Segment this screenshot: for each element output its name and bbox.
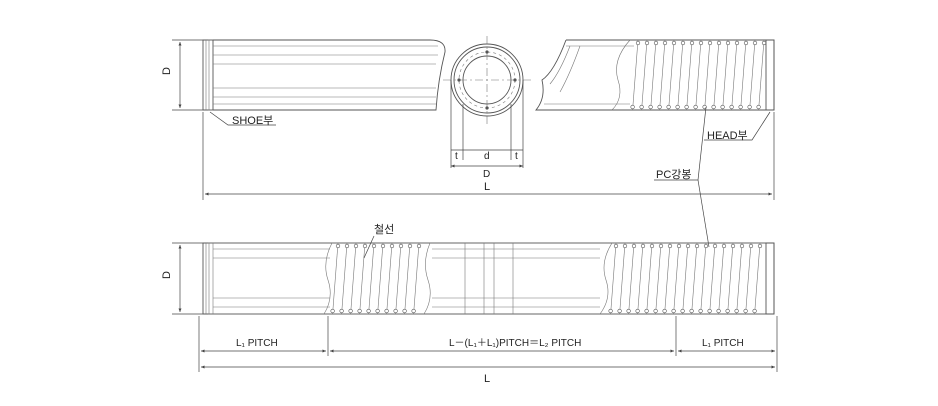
spiral-wire-right (608, 242, 763, 315)
spiral-label: 철선 (374, 223, 394, 236)
head-label: HEAD부 (707, 129, 748, 142)
full-pile-body (202, 242, 775, 315)
shoe-pile-segment (202, 39, 446, 111)
l1-pitch-left: L₁ PITCH (236, 338, 278, 349)
cross-section-dims (450, 80, 524, 168)
top-d-dimension (172, 39, 208, 111)
bottom-length-label: L (484, 373, 490, 385)
bottom-d-label: D (161, 271, 173, 279)
top-d-label: D (161, 67, 173, 75)
l1-pitch-right: L₁ PITCH (702, 338, 744, 349)
head-leader (704, 111, 771, 141)
cross-section (443, 36, 531, 126)
spiral-wire-left (330, 242, 422, 315)
section-t-left: t (455, 151, 458, 162)
section-t-right: t (515, 151, 518, 162)
shoe-label: SHOE부 (232, 114, 273, 127)
top-length-dimension (202, 112, 775, 200)
head-pile-segment (535, 39, 775, 111)
pc-rod-label: PC강봉 (656, 168, 692, 181)
section-D: D (483, 169, 490, 180)
top-length-label: L (484, 181, 490, 193)
spiral-leader (363, 235, 375, 259)
l2-pitch: L－(L₁＋L₁)PITCH＝L₂ PITCH (449, 338, 581, 349)
head-spiral-wire (630, 39, 767, 111)
shoe-leader (209, 111, 276, 126)
bottom-d-dimension (172, 242, 208, 315)
section-d: d (484, 151, 490, 162)
pitch-dimensions (198, 316, 778, 372)
